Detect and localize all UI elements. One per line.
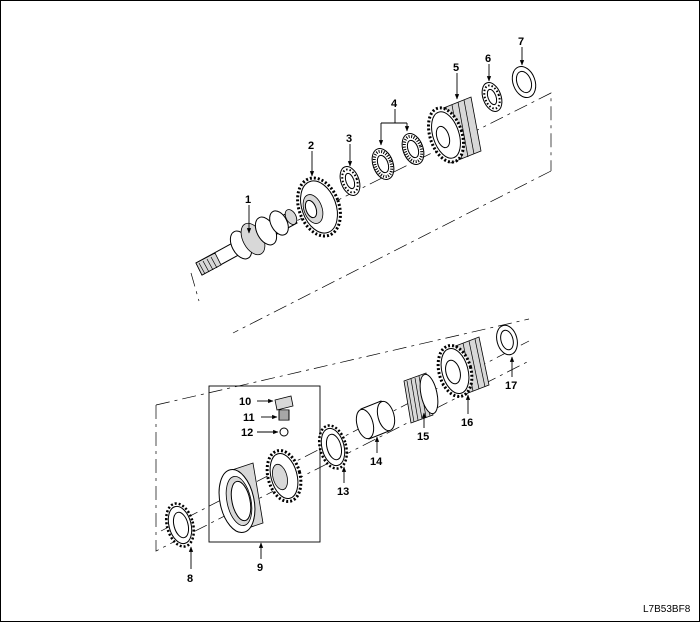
label-17: 17 — [505, 380, 517, 392]
label-3: 3 — [346, 133, 352, 145]
bearing-6 — [481, 82, 503, 112]
label-5: 5 — [453, 62, 459, 74]
key-10 — [274, 395, 294, 411]
label-15: 15 — [417, 431, 429, 443]
lower-assembly: 8 9 10 11 12 13 14 15 16 17 — [155, 318, 530, 585]
label-7: 7 — [518, 36, 524, 48]
label-9: 9 — [257, 562, 263, 574]
upper-leaders — [246, 47, 525, 234]
label-11: 11 — [243, 412, 255, 424]
label-6: 6 — [485, 53, 491, 65]
bushing-14 — [355, 400, 396, 440]
synchronizer-assembly-box — [208, 385, 321, 543]
figure-code: L7B53BF8 — [643, 604, 691, 615]
bearing-3 — [339, 166, 361, 196]
washer-7 — [511, 66, 537, 98]
gear-2 — [296, 176, 342, 238]
needle-bearings-4 — [371, 133, 425, 180]
sync-ring-8 — [164, 502, 196, 548]
label-16: 16 — [461, 417, 473, 429]
label-1: 1 — [245, 194, 251, 206]
label-2: 2 — [308, 140, 314, 152]
ball-12 — [279, 427, 289, 437]
main-shaft — [195, 209, 298, 276]
label-8: 8 — [187, 573, 193, 585]
lower-leaders — [188, 356, 515, 569]
gear-5 — [426, 96, 482, 164]
sync-ring-13 — [317, 424, 349, 470]
sleeve-and-hub-9 — [218, 449, 303, 533]
gear-16 — [436, 336, 490, 398]
label-12: 12 — [241, 427, 253, 439]
label-4: 4 — [391, 98, 398, 110]
label-10: 10 — [239, 396, 251, 408]
washer-17 — [496, 324, 518, 356]
label-14: 14 — [370, 456, 383, 468]
spring-11 — [278, 409, 290, 421]
needle-bearing-15 — [403, 372, 439, 424]
label-13: 13 — [337, 486, 349, 498]
upper-assembly: 1 2 3 4 5 6 7 — [190, 36, 552, 334]
